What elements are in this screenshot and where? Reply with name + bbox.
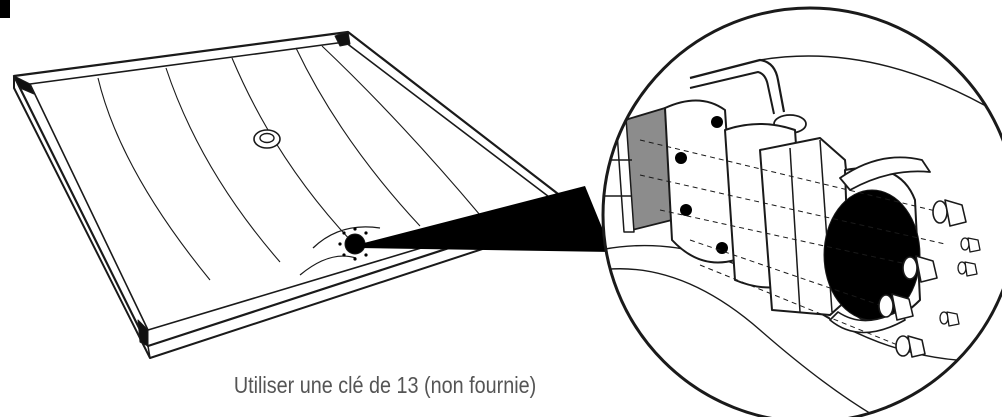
flange-bolt-holes	[675, 116, 728, 254]
drain-recess	[312, 226, 381, 249]
cap-nuts	[878, 199, 967, 358]
zoom-detail	[601, 6, 1002, 417]
center-drain-outer	[253, 129, 281, 149]
zoom-circle-border	[601, 6, 1002, 417]
small-nuts	[939, 237, 981, 327]
tray-corner	[13, 75, 35, 95]
alignment-lines	[639, 139, 946, 349]
cap-nut	[878, 293, 914, 321]
flange	[664, 99, 736, 264]
zoom-pointer	[358, 186, 612, 252]
cap-nut	[895, 335, 926, 358]
valve-lever	[689, 58, 786, 113]
tray-grooves	[97, 45, 481, 281]
instruction-caption: Utiliser une clé de 13 (non fournie)	[233, 372, 537, 398]
cap-nut	[902, 255, 938, 283]
tray-corner	[137, 319, 149, 347]
center-drain-inner	[259, 132, 275, 144]
tray-corner	[334, 31, 351, 47]
shower-tray	[12, 30, 578, 359]
bracket-clip	[839, 156, 931, 191]
corner-mark	[0, 0, 10, 18]
cap-nut	[932, 199, 967, 227]
